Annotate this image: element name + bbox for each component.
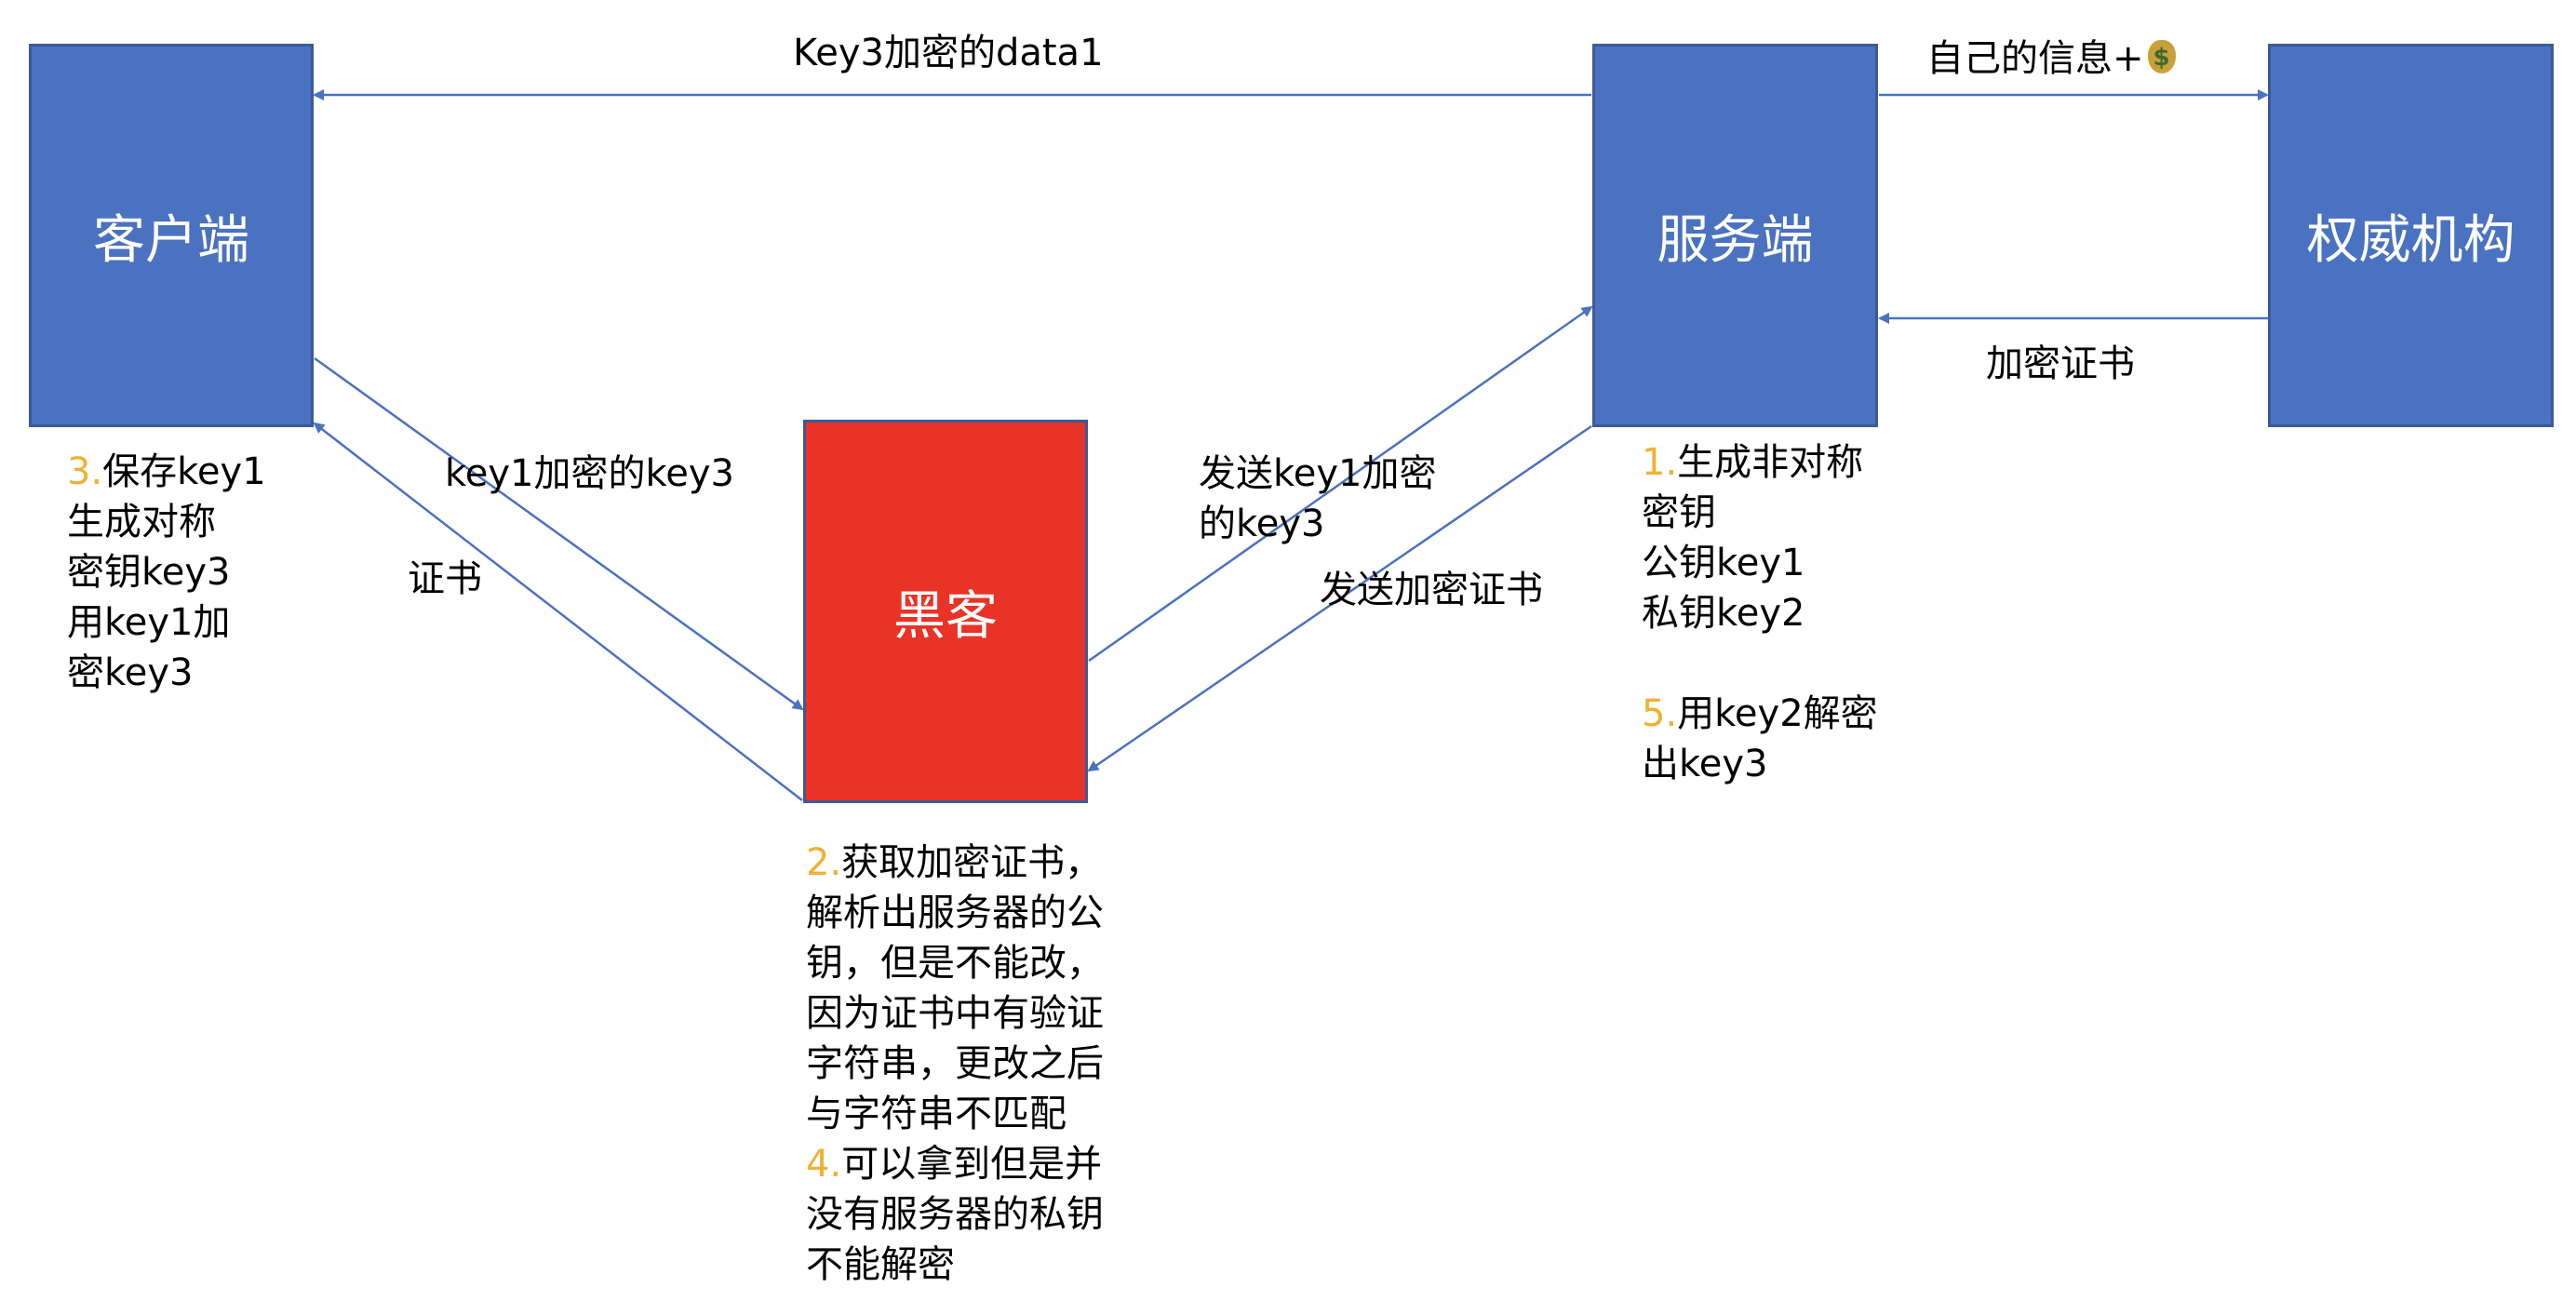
client-label: 客户端 <box>93 209 249 271</box>
note-client: 3.保存key1 生成对称 密钥key3 用key1加 密key3 <box>67 447 266 698</box>
step-number: 5. <box>1642 692 1678 735</box>
note-client-line-3: 密钥key3 <box>67 551 231 594</box>
note-text: 可以拿到但是并 <box>841 1143 1103 1186</box>
note-server-step1-line-1: 1.生成非对称 <box>1642 437 1878 488</box>
edge-label-server-to-hacker: 发送加密证书 <box>1320 569 1543 611</box>
edge-label-hacker-to-server: 发送key1加密 的key3 <box>1199 449 1436 549</box>
edge-label-hacker-to-client: 证书 <box>408 557 482 600</box>
note-hacker-step2-line-3: 钥，但是不能改， <box>806 942 1104 985</box>
step-number: 2. <box>806 841 842 884</box>
server-node: 服务端 <box>1592 44 1878 427</box>
note-client-line-2: 生成对称 <box>67 501 216 543</box>
hacker-label: 黑客 <box>893 585 998 647</box>
money-bag-icon: $ <box>2147 40 2176 74</box>
edge-label-server-to-authority: 自己的信息+$ <box>1926 34 2176 84</box>
arrow-server-to-hacker <box>1087 424 1592 772</box>
note-server-step1-line-4: 私钥key2 <box>1642 592 1805 635</box>
edge-label-authority-to-server: 加密证书 <box>1986 342 2135 385</box>
note-client-line-4: 用key1加 <box>67 601 231 644</box>
note-hacker-step4-line-2: 没有服务器的私钥 <box>806 1193 1104 1236</box>
note-server-step1-line-3: 公钥key1 <box>1642 542 1805 584</box>
hacker-node: 黑客 <box>803 420 1088 803</box>
note-server: 1.生成非对称 密钥 公钥key1 私钥key2 5.用key2解密 出key3 <box>1642 437 1878 789</box>
client-node: 客户端 <box>29 44 314 427</box>
note-hacker: 2.获取加密证书， 解析出服务器的公 钥，但是不能改， 因为证书中有验证 字符串… <box>806 838 1104 1290</box>
arrow-hacker-to-client <box>313 422 803 801</box>
server-label: 服务端 <box>1657 209 1814 271</box>
arrow-hacker-to-server <box>1088 305 1593 663</box>
edge-label-client-to-hacker: key1加密的key3 <box>445 452 734 495</box>
edge-label-server-to-client: Key3加密的data1 <box>793 32 1104 74</box>
edge-label-hacker-to-server-line-2: 的key3 <box>1199 503 1325 545</box>
note-hacker-step4-line-1: 4.可以拿到但是并 <box>806 1139 1104 1189</box>
note-spacer <box>1642 638 1878 689</box>
note-server-step5-line-2: 出key3 <box>1642 743 1768 785</box>
edge-label-hacker-to-server-line-1: 发送key1加密 <box>1199 452 1437 495</box>
note-hacker-step2-line-2: 解析出服务器的公 <box>806 892 1104 934</box>
note-text: 用key2解密 <box>1677 692 1878 735</box>
note-server-step1-line-2: 密钥 <box>1642 491 1716 534</box>
note-text: 获取加密证书， <box>841 841 1103 884</box>
step-number: 3. <box>67 450 103 493</box>
note-hacker-step2-line-6: 与字符串不匹配 <box>806 1093 1067 1135</box>
note-hacker-step2-line-4: 因为证书中有验证 <box>806 992 1104 1035</box>
authority-label: 权威机构 <box>2306 209 2516 271</box>
note-server-step5-line-1: 5.用key2解密 <box>1642 689 1878 739</box>
note-text: 生成非对称 <box>1677 441 1864 484</box>
note-hacker-step2-line-5: 字符串，更改之后 <box>806 1042 1104 1085</box>
authority-node: 权威机构 <box>2268 44 2554 427</box>
arrow-client-to-hacker <box>314 356 804 711</box>
note-hacker-step2-line-1: 2.获取加密证书， <box>806 838 1104 888</box>
step-number: 1. <box>1642 441 1678 484</box>
step-number: 4. <box>806 1143 842 1186</box>
note-client-line-1: 3.保存key1 <box>67 447 266 497</box>
note-hacker-step4-line-3: 不能解密 <box>806 1243 955 1286</box>
note-client-line-5: 密key3 <box>67 651 194 694</box>
note-text: 保存key1 <box>102 450 266 493</box>
edge-label-server-to-authority-text: 自己的信息+ <box>1926 37 2144 80</box>
